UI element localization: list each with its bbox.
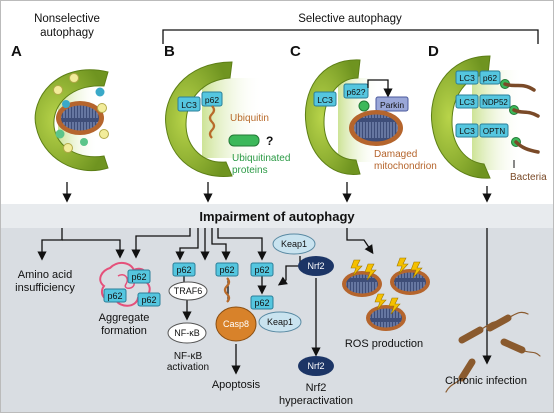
panel-c-damaged-line2: mitochondrion: [374, 161, 437, 172]
aggregate-line1: Aggregate: [99, 312, 150, 324]
svg-text:p62: p62: [205, 95, 219, 105]
svg-text:Parkin: Parkin: [380, 100, 404, 110]
casp-p62-box: p62: [215, 262, 239, 277]
traf6-p62-box: p62: [172, 262, 196, 277]
svg-text:LC3: LC3: [459, 97, 475, 107]
svg-text:p62: p62: [483, 73, 497, 83]
amino-acid-line1: Amino acid: [18, 269, 72, 281]
svg-text:Keap1: Keap1: [281, 239, 307, 249]
nonselective-title-line1: Nonselective: [34, 13, 100, 25]
casp8-ellipse: Casp8: [215, 306, 257, 342]
panel-b-phagophore: [165, 61, 262, 178]
aggregate-p62-box-3: p62: [137, 292, 161, 307]
svg-text:p62: p62: [254, 265, 269, 275]
panel-b-ubiquitinated-line1: Ubiquitinated: [232, 153, 290, 164]
svg-text:LC3: LC3: [459, 73, 475, 83]
chronic-infection-label: Chronic infection: [445, 375, 527, 387]
nrf2-ellipse-bottom: Nrf2: [298, 356, 334, 376]
panel-c-p62-box: p62?: [343, 83, 369, 99]
svg-text:Casp8: Casp8: [223, 319, 249, 329]
keap1-ellipse-bottom: Keap1: [258, 311, 302, 333]
selective-bracket: [162, 29, 539, 44]
panel-a-mitochondrion-icon: [56, 101, 104, 135]
ros-lightning-icons: [350, 257, 423, 315]
panel-b-ubiquitin-label: Ubiquitin: [230, 113, 269, 124]
nonselective-title-line2: autophagy: [40, 27, 94, 39]
panel-c-damaged-line1: Damaged: [374, 149, 417, 160]
keap-p62-box-a: p62: [250, 262, 274, 277]
svg-text:NF-κB: NF-κB: [174, 328, 200, 338]
banner-text: Impairment of autophagy: [199, 209, 355, 224]
panel-d-row3: LC3 OPTN: [455, 123, 540, 154]
panel-letter-b: B: [164, 43, 175, 60]
svg-text:p62: p62: [219, 265, 234, 275]
svg-text:p62?: p62?: [347, 87, 366, 97]
nrf2-hyper-line1: Nrf2: [306, 382, 327, 394]
upper-down-arrows: [62, 182, 492, 203]
panel-b-p62-box: p62: [201, 91, 223, 107]
svg-text:p62: p62: [107, 291, 122, 301]
svg-text:LC3: LC3: [317, 95, 333, 105]
panel-b-ubiquitin-chain: [208, 105, 216, 139]
casp-ubiquitin-chain: [223, 277, 231, 303]
svg-text:TRAF6: TRAF6: [174, 286, 203, 296]
banner-bar: [0, 204, 554, 228]
svg-text:p62: p62: [141, 295, 156, 305]
svg-text:NDP52: NDP52: [482, 98, 508, 107]
svg-text:LC3: LC3: [181, 100, 197, 110]
svg-text:Nrf2: Nrf2: [307, 361, 324, 371]
keap1-ellipse-top: Keap1: [272, 233, 316, 255]
ros-label: ROS production: [345, 338, 423, 350]
svg-text:LC3: LC3: [459, 126, 475, 136]
svg-text:Nrf2: Nrf2: [307, 261, 324, 271]
nfkb-ellipse: NF-κB: [167, 322, 207, 344]
panel-a-cargo-particles: [53, 73, 109, 153]
svg-text:OPTN: OPTN: [483, 127, 505, 136]
chronic-bacteria-icons: [445, 311, 541, 393]
aggregate-line2: formation: [101, 325, 147, 337]
svg-text:p62: p62: [254, 298, 269, 308]
aggregate-p62-box-2: p62: [103, 288, 127, 303]
panel-letter-c: C: [290, 43, 301, 60]
panel-c-parkin-box: Parkin: [375, 96, 409, 112]
selective-title: Selective autophagy: [298, 13, 402, 25]
panel-b-lc3-box: LC3: [177, 96, 201, 112]
amino-acid-line2: insufficiency: [15, 282, 75, 294]
panel-c-ubiquitin-dot: [358, 100, 370, 112]
nfkb-activation-line2: activation: [167, 362, 209, 373]
aggregate-p62-box-1: p62: [127, 269, 151, 284]
panel-d-bacteria-label: Bacteria: [510, 172, 547, 183]
nrf2-hyper-line2: hyperactivation: [279, 395, 353, 407]
svg-text:Keap1: Keap1: [267, 317, 293, 327]
svg-text:p62: p62: [131, 272, 146, 282]
apoptosis-label: Apoptosis: [212, 379, 261, 391]
panel-c-mitochondrion-icon: [349, 110, 403, 146]
panel-letter-a: A: [11, 43, 22, 60]
panel-b-ubiquitinated-line2: proteins: [232, 165, 268, 176]
nfkb-activation-line1: NF-κB: [174, 351, 203, 362]
keap-p62-box-b: p62: [250, 295, 274, 310]
panel-b-protein-shape: [228, 134, 260, 147]
traf6-ellipse: TRAF6: [168, 281, 208, 301]
panel-letter-d: D: [428, 43, 439, 60]
panel-b-question-mark: ?: [266, 134, 273, 148]
panel-c-parkin-arrow: [367, 79, 393, 98]
svg-text:p62: p62: [176, 265, 191, 275]
panel-c-lc3-box: LC3: [313, 91, 337, 107]
panel-d-row2: LC3 NDP52: [455, 94, 540, 118]
panel-d-row1: LC3 p62: [455, 70, 536, 92]
nrf2-ellipse-top: Nrf2: [298, 256, 334, 276]
ros-mitochondria-icons: [342, 269, 430, 331]
